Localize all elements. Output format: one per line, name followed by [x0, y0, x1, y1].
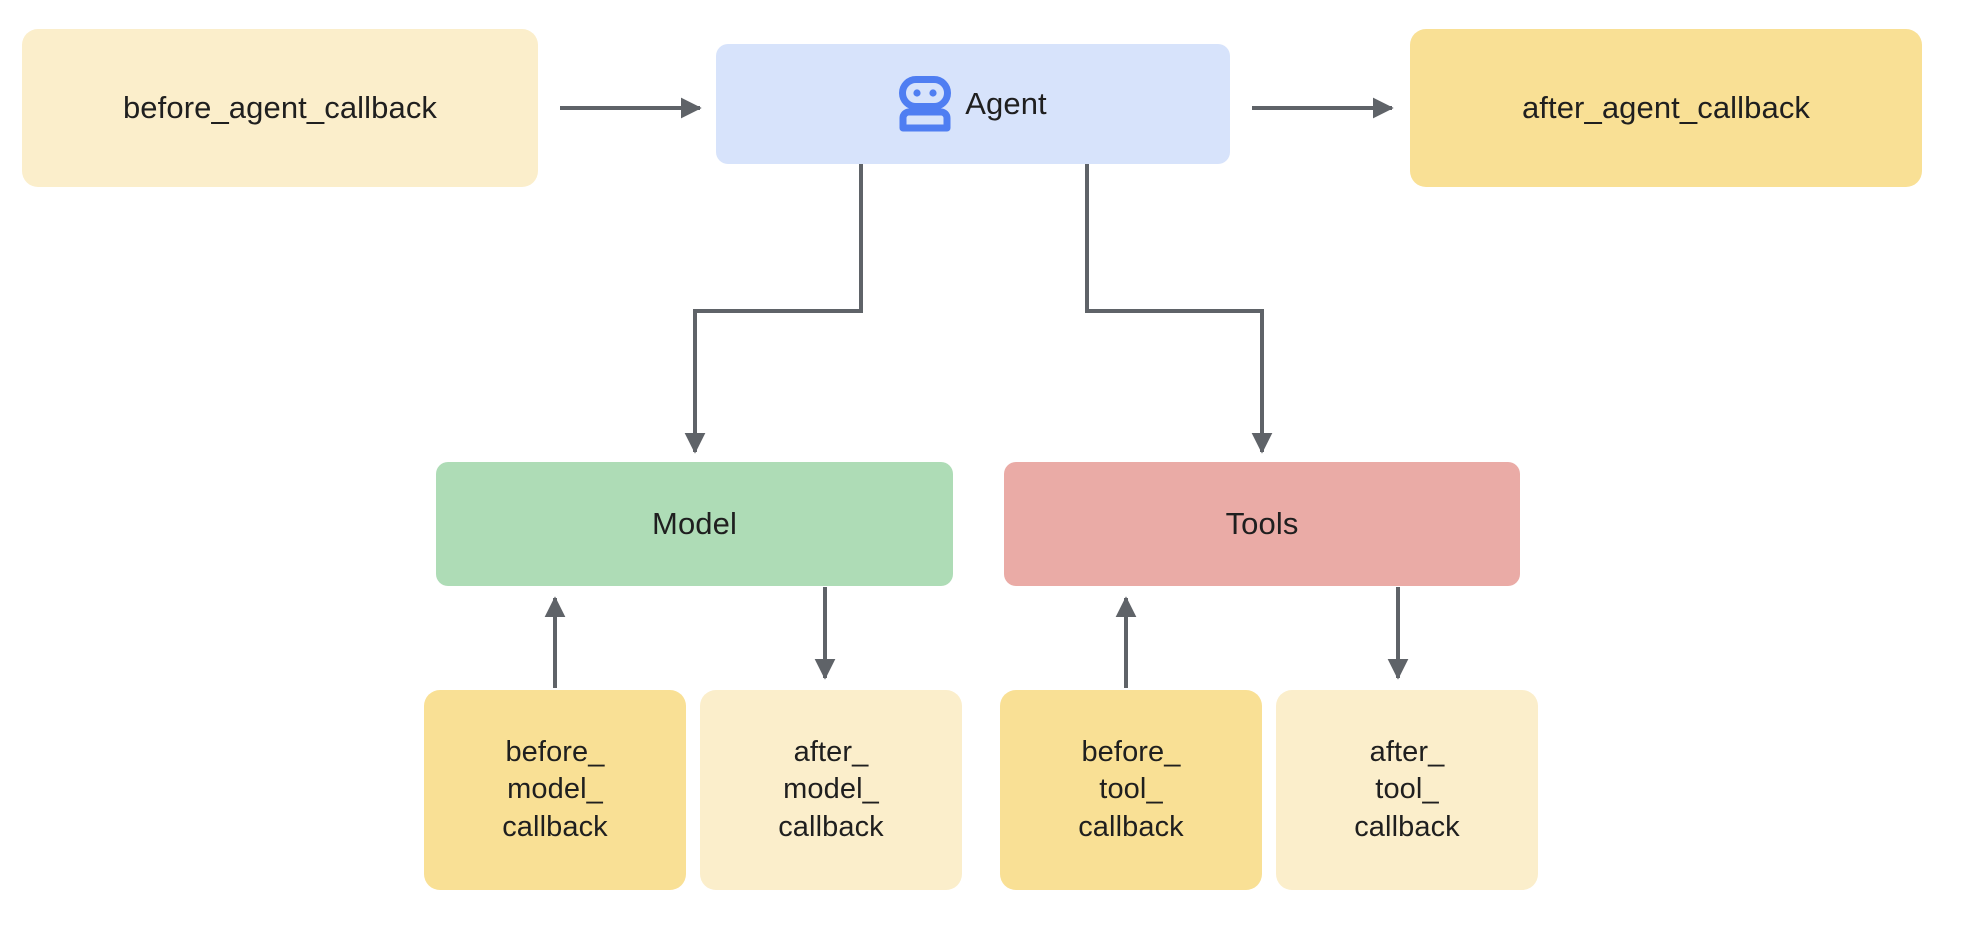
- node-before-agent-callback-label: before_agent_callback: [122, 90, 438, 126]
- node-after-agent-callback-label: after_agent_callback: [1521, 90, 1811, 126]
- node-after-tool-callback-label: after_ tool_ callback: [1354, 736, 1460, 843]
- node-after-model-callback[interactable]: after_ model_ callback: [700, 690, 962, 890]
- node-before-tool-callback[interactable]: before_ tool_ callback: [1000, 690, 1262, 890]
- edge-agent-to-model: [684, 164, 863, 454]
- node-model-label: Model: [652, 506, 737, 542]
- node-agent-label: Agent: [965, 86, 1047, 122]
- edge-agent-to-tools: [1085, 164, 1273, 454]
- node-before-tool-callback-label: before_ tool_ callback: [1078, 736, 1184, 843]
- node-after-model-callback-label: after_ model_ callback: [778, 736, 884, 843]
- node-after-tool-callback[interactable]: after_ tool_ callback: [1276, 690, 1538, 890]
- node-before-agent-callback[interactable]: before_agent_callback: [22, 29, 538, 187]
- robot-icon: [899, 76, 952, 132]
- node-before-model-callback[interactable]: before_ model_ callback: [424, 690, 686, 890]
- node-tools-label: Tools: [1225, 506, 1299, 542]
- node-tools[interactable]: Tools: [1004, 462, 1520, 586]
- node-model[interactable]: Model: [436, 462, 953, 586]
- node-before-model-callback-label: before_ model_ callback: [502, 736, 608, 843]
- node-agent[interactable]: Agent: [716, 44, 1230, 164]
- node-after-agent-callback[interactable]: after_agent_callback: [1410, 29, 1922, 187]
